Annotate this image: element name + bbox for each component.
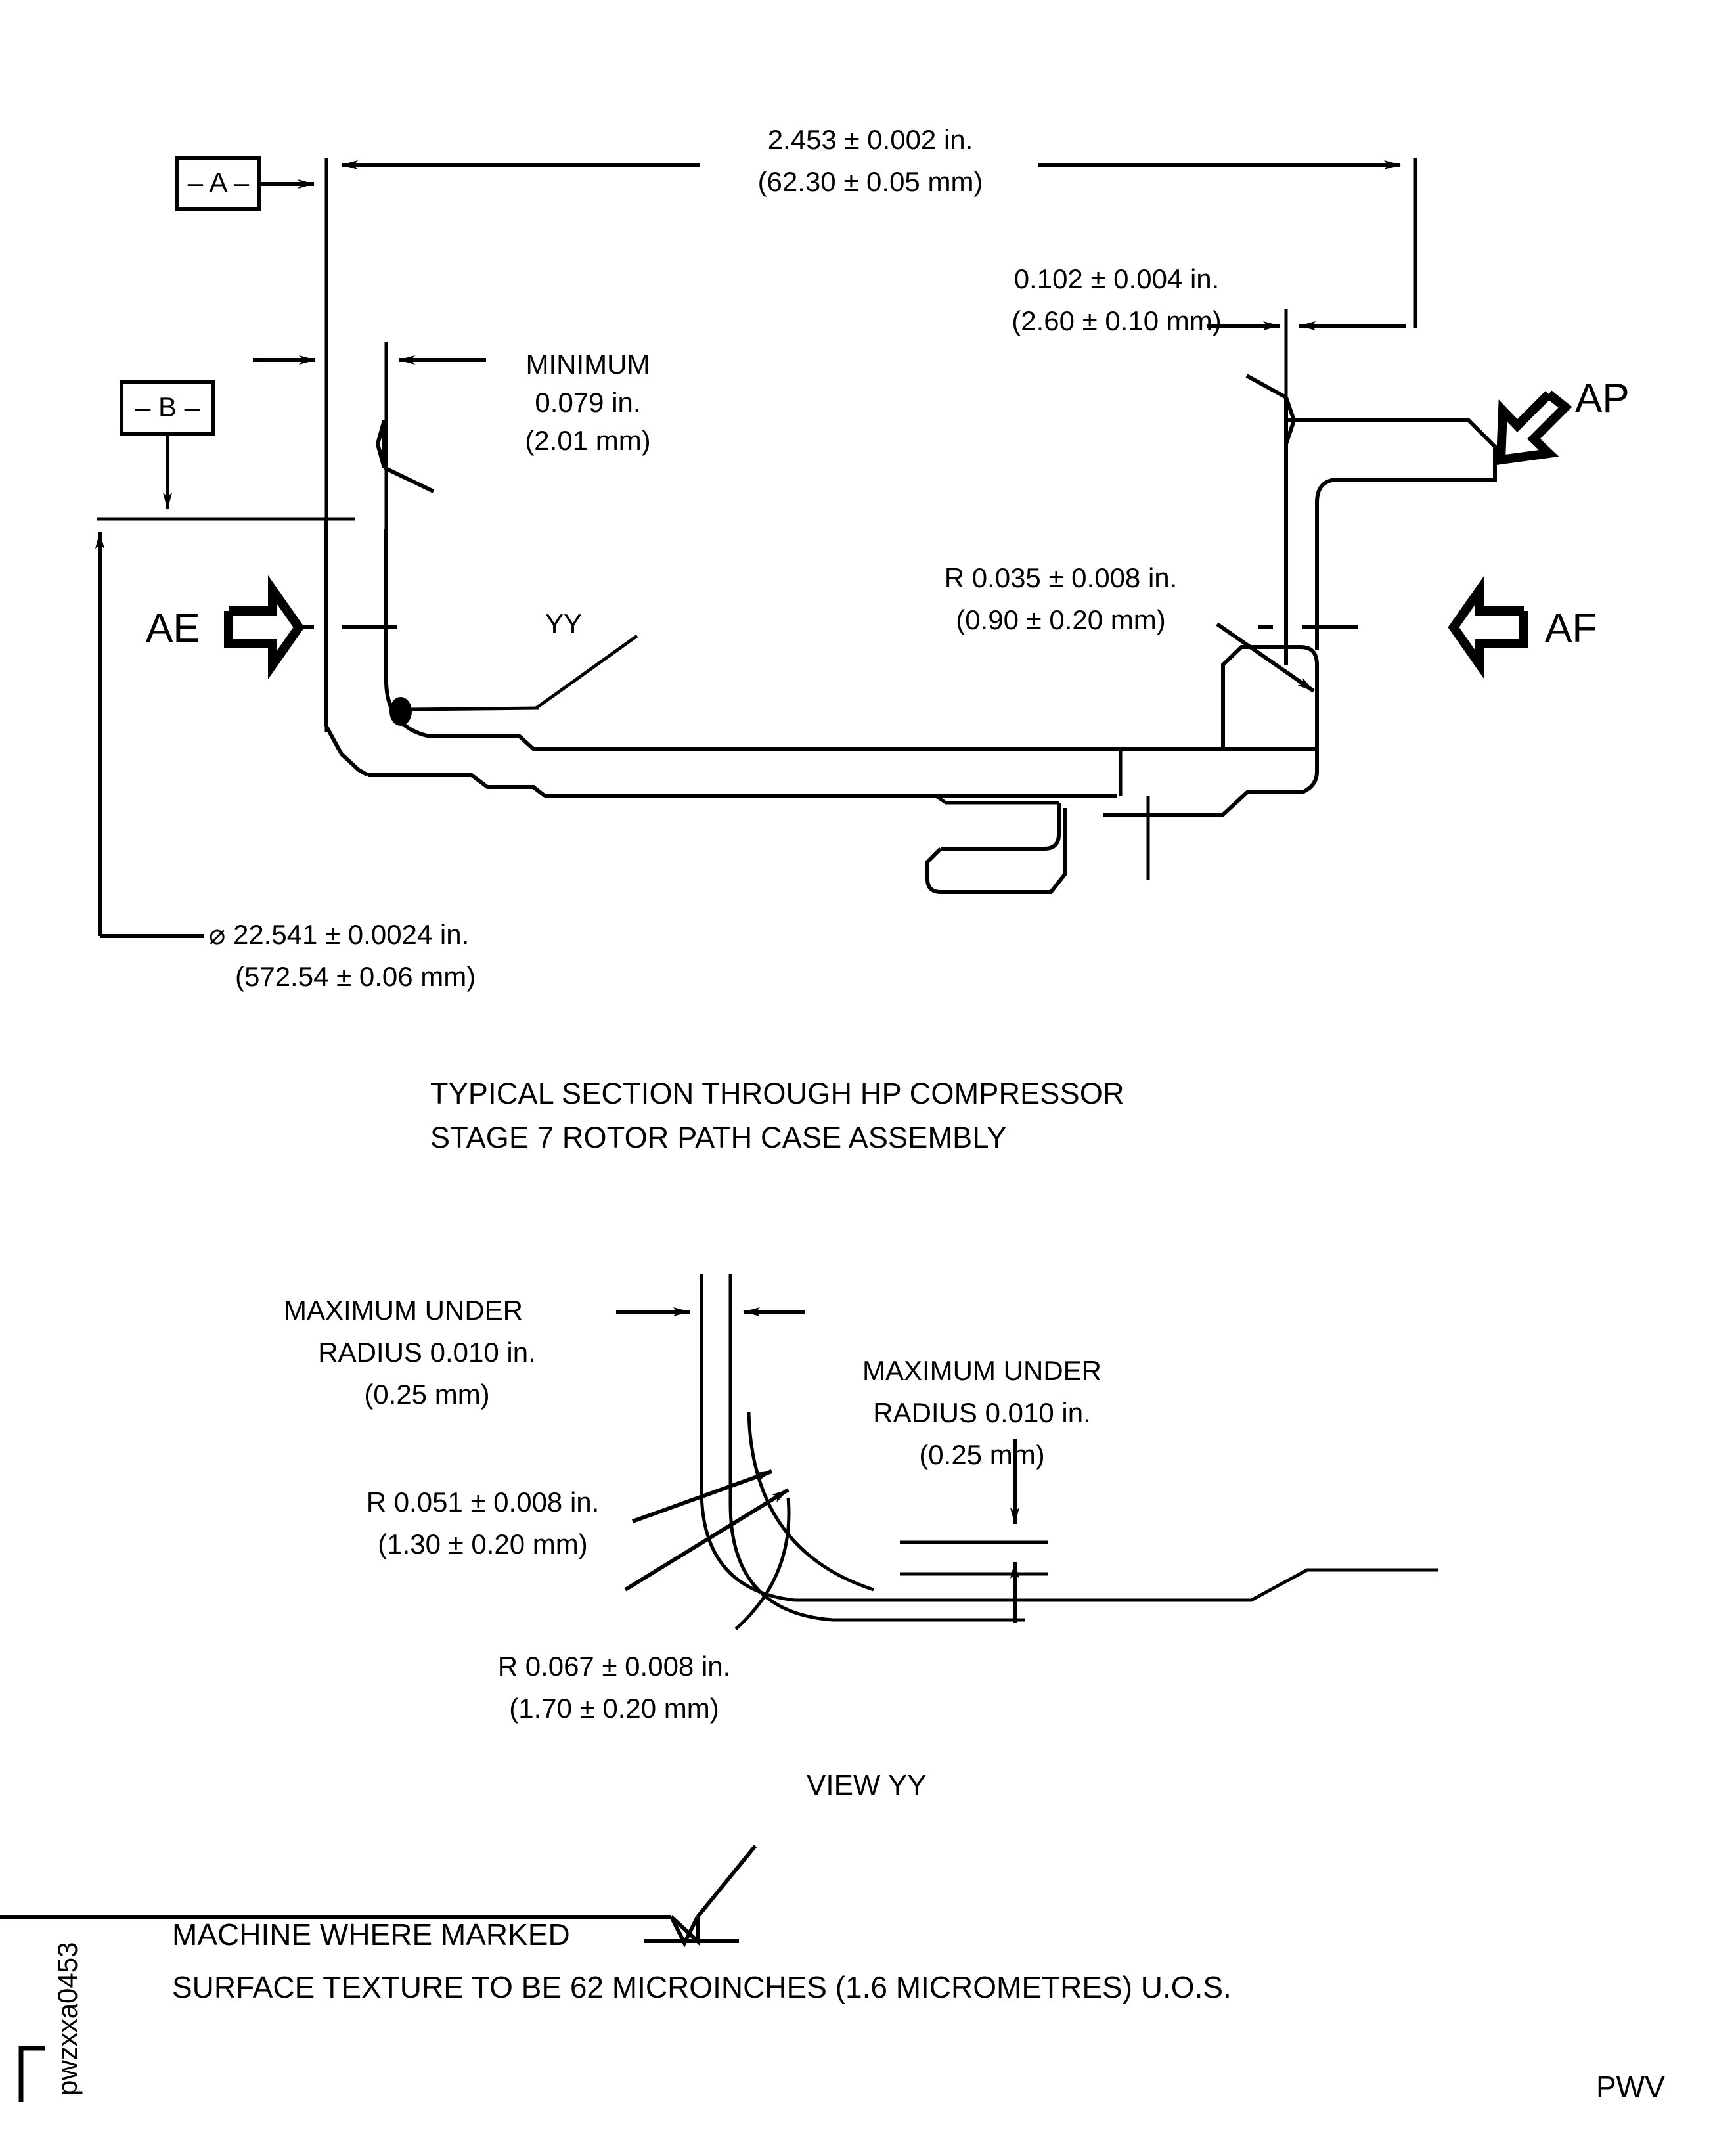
title-line-1: TYPICAL SECTION THROUGH HP COMPRESSOR <box>430 1077 1124 1110</box>
fillet-radius-mm: (0.90 ± 0.20 mm) <box>956 604 1166 635</box>
fillet-radius-leader <box>1216 622 1315 693</box>
max-under-radius-left-line3: (0.25 mm) <box>364 1379 490 1410</box>
detail-yy-point <box>389 697 412 726</box>
view-arrow-ap-label: AP <box>1575 376 1630 421</box>
fillet-radius-inch: R 0.035 ± 0.008 in. <box>944 562 1178 593</box>
view-yy-geometry <box>616 1274 1438 1630</box>
datum-b-label: – B – <box>135 392 200 422</box>
max-under-radius-right-line1: MAXIMUM UNDER <box>862 1355 1102 1386</box>
view-arrow-af-label: AF <box>1545 606 1597 651</box>
radius-067-inch: R 0.067 ± 0.008 in. <box>497 1651 731 1682</box>
ap-view-arrow <box>1496 390 1572 466</box>
radius-051-inch: R 0.051 ± 0.008 in. <box>366 1487 600 1517</box>
detail-yy-label: YY <box>545 608 583 639</box>
datum-a-label: – A – <box>187 167 250 198</box>
machine-marked-symbol <box>0 1845 757 1948</box>
figure-id-bracket <box>18 2046 45 2102</box>
surface-texture-symbol-left <box>375 420 435 493</box>
figure-id-label: pwzxxa0453 <box>52 1942 83 2095</box>
max-under-radius-right-line2: RADIUS 0.010 in. <box>873 1397 1091 1428</box>
view-yy-title: VIEW YY <box>807 1769 927 1801</box>
note-machine-where-marked: MACHINE WHERE MARKED <box>172 1917 570 1952</box>
minimum-wall-mm: (2.01 mm) <box>525 425 651 456</box>
view-arrow-ae-label: AE <box>146 606 200 651</box>
ae-view-arrow <box>224 575 305 680</box>
datum-a-box <box>175 156 261 211</box>
sheet-code-label: PWV <box>1596 2070 1665 2104</box>
radius-067-mm: (1.70 ± 0.20 mm) <box>509 1693 719 1724</box>
main-section-geometry <box>97 158 1497 894</box>
diameter-dimension-leader <box>95 531 204 938</box>
diameter-inch: ⌀ 22.541 ± 0.0024 in. <box>209 919 470 950</box>
title-line-2: STAGE 7 ROTOR PATH CASE ASSEMBLY <box>430 1121 1007 1154</box>
minimum-wall-inch: 0.079 in. <box>535 387 641 418</box>
detail-yy-leader-2 <box>407 706 539 711</box>
detail-yy-leader <box>535 634 638 710</box>
max-under-radius-right-line3: (0.25 mm) <box>919 1439 1045 1470</box>
af-view-arrow <box>1448 575 1528 680</box>
surface-texture-symbol-right <box>1245 374 1297 445</box>
diameter-mm: (572.54 ± 0.06 mm) <box>235 961 476 992</box>
max-under-radius-left-line2: RADIUS 0.010 in. <box>318 1337 536 1368</box>
minimum-wall-label: MINIMUM <box>525 349 650 380</box>
overall-length-inch: 2.453 ± 0.002 in. <box>767 124 973 155</box>
max-under-radius-left-line1: MAXIMUM UNDER <box>284 1295 523 1326</box>
right-thickness-inch: 0.102 ± 0.004 in. <box>1013 263 1220 294</box>
overall-length-mm: (62.30 ± 0.05 mm) <box>757 166 983 197</box>
note-surface-texture: SURFACE TEXTURE TO BE 62 MICROINCHES (1.… <box>172 1970 1232 2004</box>
radius-051-mm: (1.30 ± 0.20 mm) <box>378 1529 588 1559</box>
right-thickness-mm: (2.60 ± 0.10 mm) <box>1012 305 1222 336</box>
